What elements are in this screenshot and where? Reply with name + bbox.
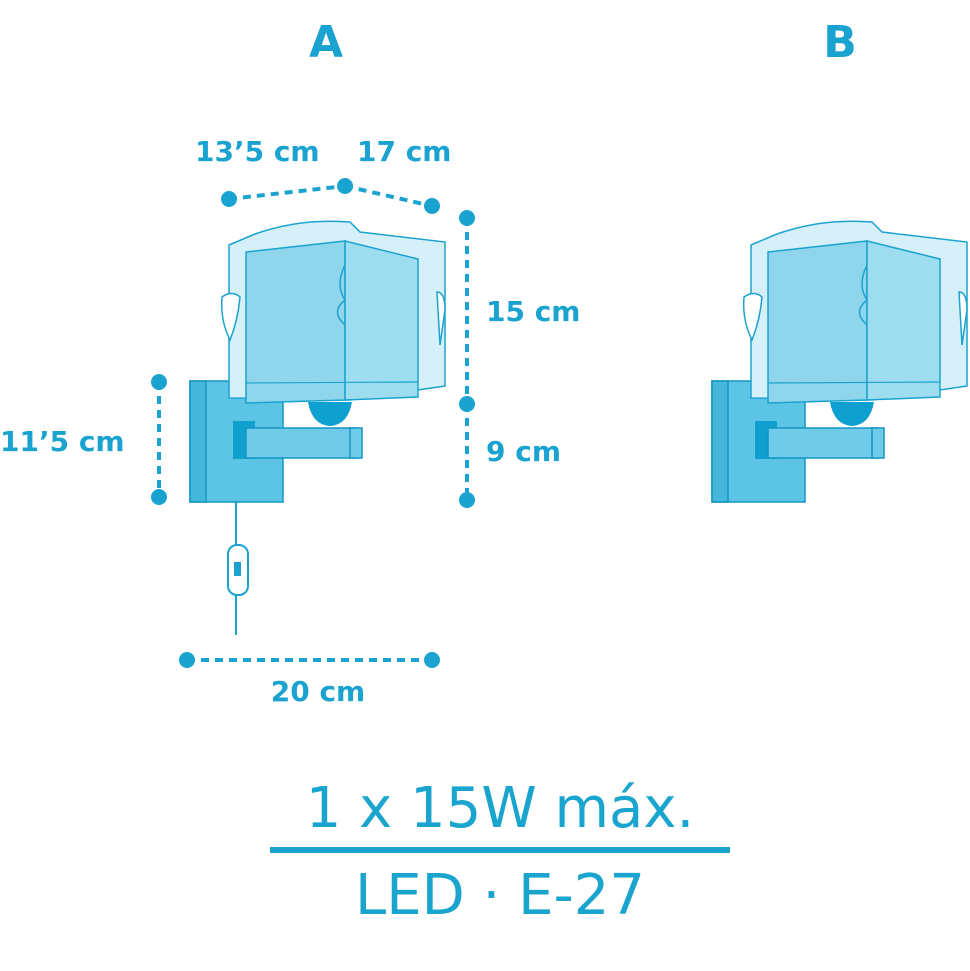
shade-height-label: 15 cm	[486, 295, 581, 328]
shade-depth-label: 13’5 cm	[195, 135, 320, 168]
arm-height-label: 9 cm	[486, 435, 561, 468]
power-spec: 1 x 15W máx.	[306, 776, 695, 841]
dimension-lines	[157, 184, 469, 662]
plate-height-label: 11’5 cm	[0, 425, 125, 458]
dimension-dots	[151, 178, 475, 668]
variant-b-label: B	[823, 17, 857, 68]
spec-divider	[270, 847, 730, 853]
total-depth-label: 20 cm	[271, 675, 366, 708]
lamp-b-illustration	[711, 220, 968, 503]
lamp-a-illustration	[189, 220, 446, 635]
variant-a-label: A	[309, 17, 343, 68]
shade-width-label: 17 cm	[357, 135, 452, 168]
bulb-spec: LED · E-27	[355, 863, 645, 928]
